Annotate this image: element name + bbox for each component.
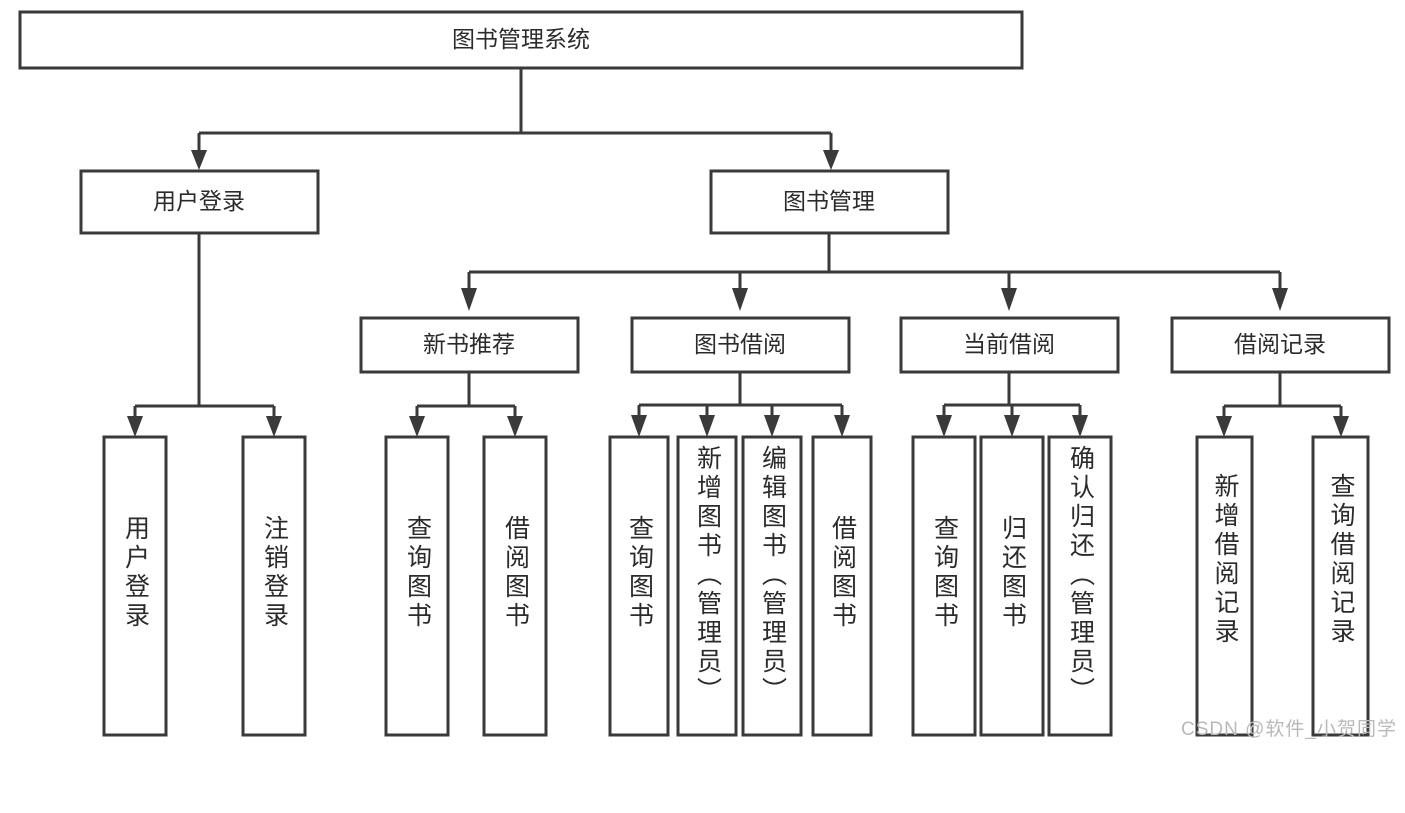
arrow-head-icon <box>631 415 647 437</box>
node-new-book-recommend[interactable]: 新书推荐 <box>359 316 580 374</box>
leaf-new-book-recommend-0-rect[interactable] <box>384 435 450 737</box>
arrow-head-icon <box>732 288 748 311</box>
leaf-borrow-record-1-rect[interactable] <box>1311 435 1370 737</box>
leaf-book-borrow-0-rect[interactable] <box>608 435 670 737</box>
arrow-head-icon <box>409 416 425 437</box>
leaf-current-borrow-2-rect[interactable] <box>1047 435 1113 737</box>
connector-book-management-to-level3 <box>461 233 1288 311</box>
node-book-management-label: 图书管理 <box>783 188 875 214</box>
arrow-head-icon <box>834 415 850 437</box>
connector-book-borrow-to-leaves <box>631 372 850 437</box>
leaf-book-borrow-1-rect[interactable] <box>676 435 738 737</box>
leaf-book-borrow-3-rect[interactable] <box>811 435 873 737</box>
leaf-current-borrow-0-rect[interactable] <box>911 435 977 737</box>
node-current-borrow-label: 当前借阅 <box>963 331 1055 357</box>
arrow-head-icon <box>266 416 282 437</box>
diagram-canvas: 图书管理系统 用户登录 图书管理 <box>18 10 1391 737</box>
node-new-book-recommend-rect[interactable] <box>359 316 580 374</box>
node-root[interactable]: 图书管理系统 <box>18 10 1024 70</box>
arrow-head-icon <box>461 288 477 311</box>
system-function-diagram: 图书管理系统 用户登录 图书管理 <box>18 10 1397 740</box>
node-new-book-recommend-label: 新书推荐 <box>423 331 515 357</box>
arrow-head-icon <box>1272 288 1288 311</box>
arrow-head-icon <box>1072 415 1088 437</box>
node-borrow-record-label: 借阅记录 <box>1234 331 1326 357</box>
arrow-head-icon <box>1216 416 1232 437</box>
leaf-new-book-recommend-1-rect[interactable] <box>482 435 548 737</box>
connector-user-login-to-leaves <box>127 233 282 437</box>
node-book-borrow[interactable]: 图书借阅 <box>630 316 851 374</box>
arrow-head-icon <box>191 150 207 170</box>
arrow-head-icon <box>936 415 952 437</box>
node-user-login-rect[interactable] <box>79 169 320 235</box>
leaf-book-borrow-2-rect[interactable] <box>741 435 803 737</box>
arrow-head-icon <box>507 416 523 437</box>
arrow-head-icon <box>127 416 143 437</box>
node-book-management[interactable]: 图书管理 <box>709 169 950 235</box>
leaf-user-login-1-rect[interactable] <box>241 435 307 737</box>
watermark: CSDN @软件_小贺同学 <box>1181 719 1397 740</box>
node-current-borrow[interactable]: 当前借阅 <box>899 316 1120 374</box>
connector-root-to-level2 <box>191 68 839 170</box>
connector-new-book-recommend-to-leaves <box>409 372 523 437</box>
node-user-login[interactable]: 用户登录 <box>79 169 320 235</box>
node-book-borrow-label: 图书借阅 <box>694 331 786 357</box>
leaf-borrow-record-0-rect[interactable] <box>1195 435 1254 737</box>
arrow-head-icon <box>1001 288 1017 311</box>
node-root-label: 图书管理系统 <box>452 26 590 52</box>
node-borrow-record[interactable]: 借阅记录 <box>1170 316 1391 374</box>
leaf-current-borrow-1-rect[interactable] <box>979 435 1045 737</box>
node-user-login-label: 用户登录 <box>153 188 245 214</box>
connector-borrow-record-to-leaves <box>1216 372 1349 437</box>
arrow-head-icon <box>699 415 715 437</box>
leaf-user-login-0-rect[interactable] <box>102 435 168 737</box>
node-root-rect[interactable] <box>18 10 1024 70</box>
arrow-head-icon <box>1333 416 1349 437</box>
arrow-head-icon <box>1004 415 1020 437</box>
arrow-head-icon <box>764 415 780 437</box>
node-current-borrow-rect[interactable] <box>899 316 1120 374</box>
arrow-head-icon <box>823 150 839 170</box>
connector-current-borrow-to-leaves <box>936 372 1088 437</box>
